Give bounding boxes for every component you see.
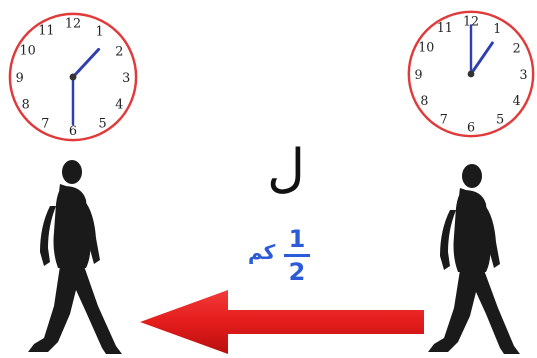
distance-unit: كم [248, 240, 276, 264]
numeral-10: 10 [20, 43, 36, 58]
numeral-4: 4 [513, 93, 521, 108]
numeral-2: 2 [513, 41, 521, 56]
fraction-bar [284, 254, 310, 257]
numeral-1: 1 [493, 21, 501, 36]
numeral-1: 1 [96, 25, 104, 40]
numeral-9: 9 [415, 67, 423, 82]
numeral-8: 8 [22, 98, 30, 113]
numeral-12: 12 [65, 17, 81, 32]
numeral-2: 2 [115, 44, 123, 59]
hour-hand [71, 47, 101, 79]
fraction-numerator: 1 [288, 225, 306, 253]
distance-label: كم 1 2 [242, 226, 332, 292]
numeral-9: 9 [16, 71, 24, 86]
clock-left: 12 1 2 3 4 5 6 7 8 9 10 11 [8, 12, 138, 142]
numeral-6: 6 [69, 124, 77, 139]
hour-hand [469, 41, 494, 76]
walking-man-left [28, 160, 122, 354]
clock-right: 12 1 2 3 4 5 6 7 8 9 10 11 [407, 10, 535, 138]
numeral-12: 12 [463, 13, 479, 28]
numeral-3: 3 [122, 71, 130, 86]
numeral-11: 11 [437, 20, 453, 35]
clock-numerals: 12 1 2 3 4 5 6 7 8 9 10 11 [415, 13, 528, 134]
walking-man-right [428, 164, 520, 354]
clock-numerals: 12 1 2 3 4 5 6 7 8 9 10 11 [16, 17, 131, 139]
numeral-5: 5 [496, 112, 504, 127]
numeral-6: 6 [467, 119, 475, 134]
numeral-3: 3 [519, 67, 527, 82]
direction-arrow [140, 290, 424, 354]
numeral-10: 10 [418, 40, 434, 55]
clock-pivot [467, 70, 475, 78]
clock-pivot [69, 73, 77, 81]
numeral-4: 4 [115, 98, 123, 113]
numeral-7: 7 [41, 116, 49, 131]
letter-mark: ل [267, 139, 305, 199]
fraction-denominator: 2 [288, 258, 306, 286]
arrow-shape [140, 290, 424, 354]
numeral-5: 5 [98, 116, 106, 131]
numeral-8: 8 [420, 93, 428, 108]
numeral-7: 7 [440, 112, 448, 127]
distance-fraction: 1 2 [282, 226, 312, 285]
numeral-11: 11 [38, 24, 54, 39]
